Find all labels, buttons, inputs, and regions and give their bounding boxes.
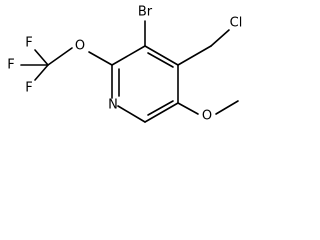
- bond-c6-n1: [117, 105, 146, 123]
- chemical-structure: Br N O O Cl F F F: [7, 5, 242, 124]
- atom-ring-nitrogen: N: [108, 98, 118, 113]
- atom-chlorine: Cl: [230, 16, 243, 31]
- bond-c5-c6: [144, 102, 179, 123]
- atom-fluorine-bottom: F: [25, 81, 32, 96]
- pyridine-ring: [111, 45, 179, 123]
- bond-c5-o: [177, 102, 199, 115]
- bond-ch2-cl: [210, 29, 230, 47]
- atom-fluorine-top: F: [25, 36, 32, 51]
- bond-o-ch3: [215, 100, 239, 115]
- atom-fluorine-left: F: [7, 58, 14, 73]
- bond-c3-c4: [144, 45, 179, 66]
- bond-cf3-f-top: [34, 49, 49, 66]
- bond-c4-ch2: [177, 45, 212, 66]
- bond-c2-c3: [111, 45, 146, 66]
- atom-ether-oxygen-methoxy: O: [202, 109, 212, 124]
- atom-bromine: Br: [138, 5, 153, 20]
- bond-c3-c4-inner: [147, 52, 174, 68]
- bond-c5-c6-inner: [147, 100, 174, 116]
- atom-labels: Br N O O Cl F F F: [7, 5, 242, 124]
- bond-o-cf3: [47, 47, 73, 66]
- atom-ether-oxygen-ocf3: O: [75, 39, 85, 54]
- bond-c2-o: [88, 51, 113, 66]
- bond-cf3-f-bottom: [34, 64, 49, 81]
- substituent-bonds: [20, 20, 239, 115]
